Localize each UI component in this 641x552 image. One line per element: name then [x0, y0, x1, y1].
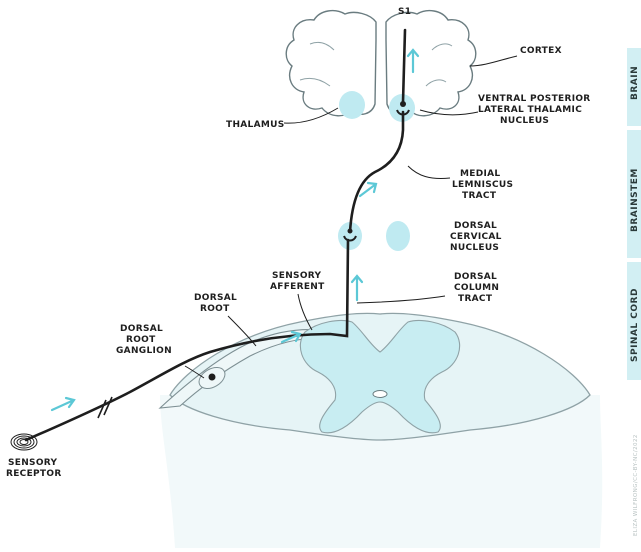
label-vpl: VENTRAL POSTERIOR LATERAL THALAMIC NUCLE… — [478, 94, 594, 126]
central-canal — [373, 391, 387, 398]
thalamus-shape — [339, 91, 365, 119]
label-cortex: CORTEX — [520, 46, 562, 56]
label-dorsal-column-tract: DORSAL COLUMN TRACT — [454, 272, 503, 304]
side-label-spinal-cord: SPINAL CORD — [630, 288, 640, 362]
leader-column — [357, 296, 445, 303]
label-dorsal-cervical-nucleus: DORSAL CERVICAL NUCLEUS — [450, 221, 505, 253]
leader-cortex — [470, 56, 517, 66]
label-dorsal-root-ganglion: DORSAL ROOT GANGLION — [116, 324, 172, 356]
ganglion-cell-body — [209, 374, 216, 381]
leader-lemniscus — [408, 166, 450, 179]
synapse-thalamus-dot — [400, 101, 406, 107]
label-sensory-receptor: SENSORY RECEPTOR — [6, 458, 62, 479]
second-order-neuron — [350, 112, 403, 232]
credit-text: ELIZA WILFRONG/CC-BY-NC/2022 — [633, 434, 639, 536]
label-s1: S1 — [398, 7, 411, 17]
synapse-brainstem-dot — [348, 229, 353, 234]
sensory-receptor-icon — [11, 434, 37, 450]
dorsal-cervical-nucleus-shape — [386, 221, 410, 251]
side-label-brainstem: BRAINSTEM — [630, 168, 640, 232]
brain-outline — [286, 11, 476, 116]
arrow-receptor — [52, 398, 74, 410]
label-dorsal-root: DORSAL ROOT — [194, 293, 240, 314]
label-medial-lemniscus: MEDIAL LEMNISCUS TRACT — [452, 169, 517, 201]
label-thalamus: THALAMUS — [226, 120, 284, 130]
side-label-brain: BRAIN — [630, 66, 640, 100]
arrow-column — [352, 276, 362, 300]
label-sensory-afferent: SENSORY AFFERENT — [270, 271, 325, 292]
